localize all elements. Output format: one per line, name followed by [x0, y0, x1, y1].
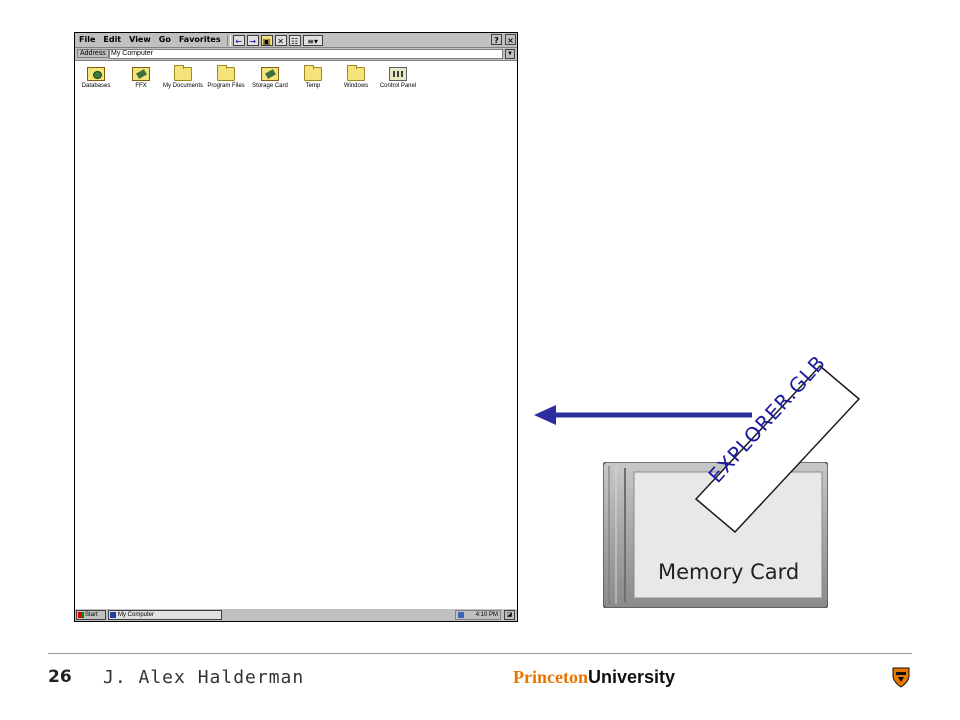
university-name-b: University [587, 667, 676, 687]
delete-icon[interactable]: ✕ [274, 34, 287, 46]
university-name-a: Princeton [513, 667, 588, 687]
menu-edit[interactable]: Edit [103, 35, 122, 44]
close-button[interactable]: × [505, 34, 516, 45]
file-label: FFX [135, 83, 147, 89]
storage-card-icon [132, 67, 150, 81]
file-item-storage-card[interactable]: Storage Card [247, 67, 293, 90]
princeton-shield-icon [892, 667, 910, 688]
views-menu-icon[interactable]: ≡▾ [302, 34, 323, 46]
command-bar: File Edit View Go Favorites ← → ▣ ✕ ☷ ≡▾… [75, 33, 517, 48]
back-arrow-icon[interactable]: ← [232, 34, 245, 46]
file-item-databases[interactable]: Databases [73, 67, 119, 90]
tray-icon[interactable] [458, 612, 464, 618]
folder-icon [174, 65, 192, 81]
toolbar-separator [226, 34, 231, 46]
footer-divider [48, 653, 912, 654]
memory-card-label: Memory Card [658, 560, 800, 584]
file-label: Databases [81, 83, 111, 89]
help-button[interactable]: ? [491, 34, 502, 45]
file-list: Databases FFX My Documents Program Files… [75, 61, 517, 609]
file-label: My Documents [162, 83, 203, 89]
menu-go[interactable]: Go [158, 35, 171, 44]
file-label: Storage Card [252, 83, 288, 89]
file-item-windows[interactable]: Windows [333, 65, 379, 90]
file-label: Program Files [207, 83, 245, 89]
clock: 4:10 PM [475, 612, 498, 618]
folder-icon [347, 65, 365, 81]
menu-file[interactable]: File [79, 35, 96, 44]
file-label: Windows [343, 83, 369, 89]
up-folder-icon[interactable]: ▣ [260, 34, 273, 46]
start-button[interactable]: Start [76, 610, 106, 620]
memory-card-image [603, 462, 828, 608]
address-bar: Address My Computer ▼ [75, 48, 517, 61]
control-panel-icon [389, 67, 407, 81]
storage-card-icon [261, 67, 279, 81]
explorer-window: File Edit View Go Favorites ← → ▣ ✕ ☷ ≡▾… [74, 32, 518, 622]
folder-icon [217, 65, 235, 81]
address-label: Address [77, 49, 109, 58]
properties-icon[interactable]: ☷ [288, 34, 301, 46]
file-label: Temp [305, 83, 321, 89]
left-arrow-icon [534, 405, 752, 425]
menu-favorites[interactable]: Favorites [178, 35, 221, 44]
file-item-temp[interactable]: Temp [290, 65, 336, 90]
university-logo-text: PrincetonUniversity [513, 667, 675, 687]
file-item-program-files[interactable]: Program Files [203, 65, 249, 90]
database-icon [87, 67, 105, 81]
file-item-my-documents[interactable]: My Documents [160, 65, 206, 90]
slide-number: 26 [48, 667, 72, 687]
system-tray: 4:10 PM [455, 610, 501, 620]
desktop-icon[interactable]: ◪ [504, 610, 515, 620]
file-item-ffx[interactable]: FFX [118, 67, 164, 90]
folder-icon [304, 65, 322, 81]
file-label: Control Panel [379, 83, 417, 89]
taskbar: Start My Computer 4:10 PM ◪ [75, 608, 517, 621]
forward-arrow-icon[interactable]: → [246, 34, 259, 46]
author-name: J. Alex Halderman [103, 667, 305, 688]
address-dropdown-icon[interactable]: ▼ [505, 49, 515, 59]
address-input[interactable]: My Computer [109, 49, 503, 59]
file-item-control-panel[interactable]: Control Panel [375, 67, 421, 90]
taskbar-item-my-computer[interactable]: My Computer [108, 610, 222, 620]
menu-view[interactable]: View [129, 35, 151, 44]
